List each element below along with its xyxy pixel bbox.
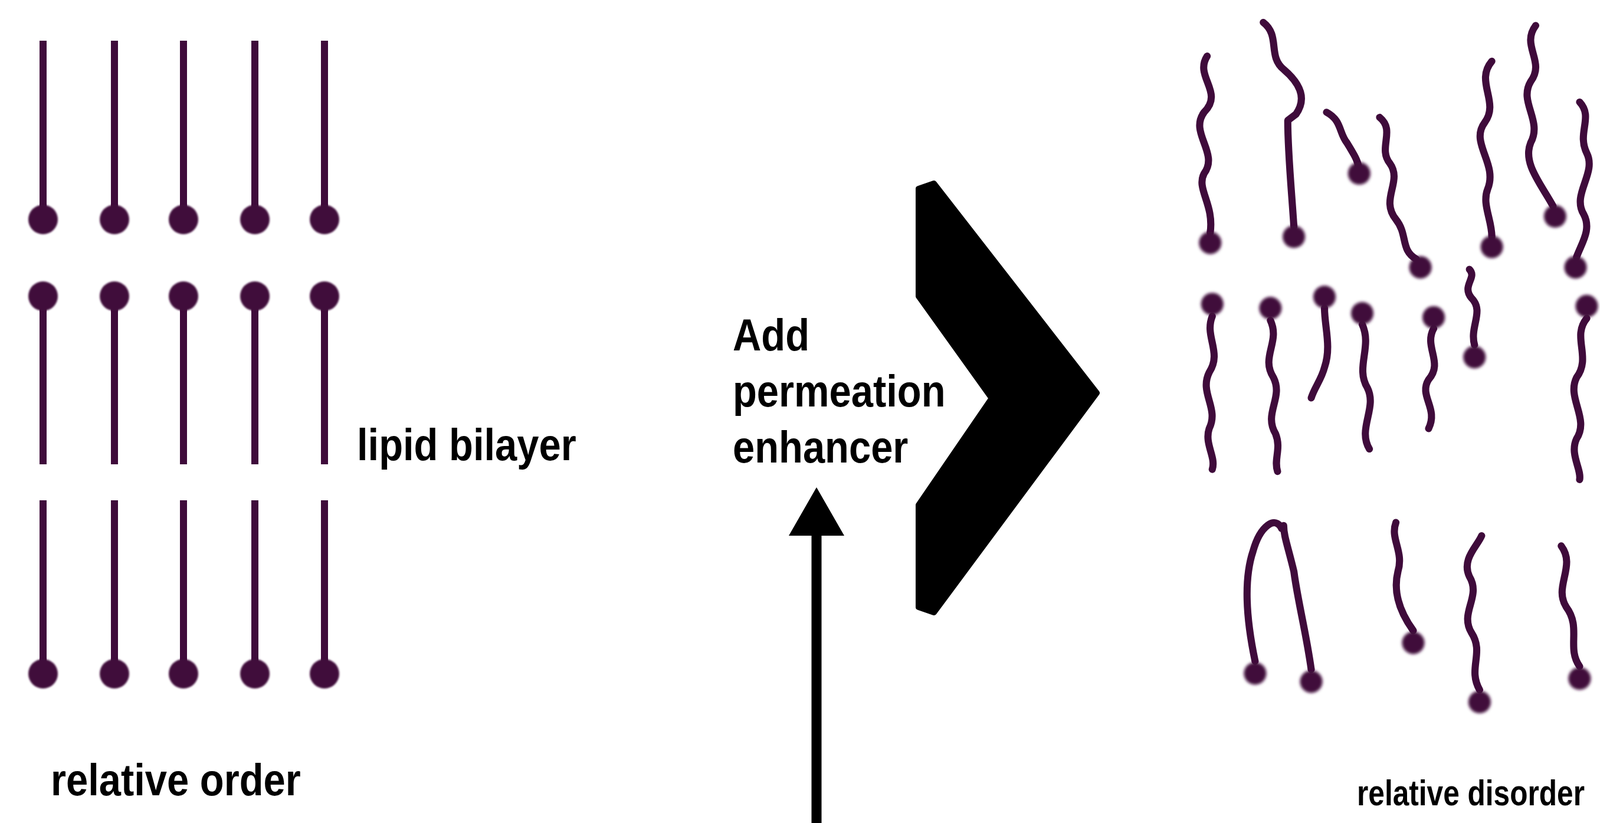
lipid-heads-part (168, 204, 199, 235)
pointer-arrow (788, 487, 845, 823)
lipid-heads-part (99, 281, 130, 311)
lipid-heads-part (99, 658, 130, 689)
ordered-lipids (28, 40, 340, 689)
lipid-heads-part (28, 658, 58, 689)
lipid-tails-part (1425, 328, 1435, 429)
lipid-tails-part (1199, 56, 1212, 233)
lipid-heads-part (1575, 294, 1599, 318)
lipid-row (43, 296, 325, 465)
lipid-heads-part (309, 281, 340, 311)
lipid-tails-part (1467, 535, 1483, 690)
lipid-row (43, 40, 325, 220)
lipid-row-part (179, 40, 188, 220)
lipid-heads-part (240, 658, 270, 689)
lipid-heads-part (1351, 302, 1374, 325)
lipid-heads-part (1568, 667, 1591, 690)
lipid-tails-part (1576, 102, 1589, 258)
lipid-tails-part (1269, 320, 1278, 472)
lipid-heads-part (1564, 256, 1587, 279)
lipid-heads-part (309, 658, 340, 689)
lipid-heads-part (28, 204, 58, 235)
lipid-heads (28, 204, 340, 689)
lipid-tails (1199, 22, 1589, 690)
lipid-heads-part (1348, 162, 1371, 185)
lipid-row-part (110, 40, 118, 220)
lipid-tails-part (1206, 316, 1215, 470)
lipid-tails-part (1467, 269, 1477, 346)
lipid-row-part (110, 500, 118, 674)
lipid-tails-part (1311, 307, 1329, 398)
lipid-tails-part (1247, 522, 1283, 662)
lipid-row-part (320, 40, 329, 220)
lipid-heads-part (1243, 662, 1267, 685)
disordered-lipids (1198, 22, 1598, 714)
lipid-heads (1198, 162, 1598, 714)
lipid-heads-part (1313, 285, 1336, 308)
lipid-tails-part (1263, 22, 1302, 227)
lipid-row-part (251, 296, 259, 465)
lipid-row-part (39, 40, 47, 220)
lipid-tails-part (1526, 25, 1553, 206)
lipid-heads-part (1401, 631, 1425, 655)
lipid-row-part (39, 296, 47, 465)
lipid-heads-part (1201, 292, 1224, 316)
state-label: relative order (50, 753, 301, 806)
state-label-box: relative disorder (1356, 771, 1600, 814)
lipid-row-part (179, 296, 188, 465)
lipid-row-part (179, 500, 188, 674)
lipid-heads-part (1258, 296, 1282, 320)
lipid-tails-part (1362, 324, 1371, 449)
lipid-row-part (39, 500, 47, 674)
step-label-box: Add permeation enhancer (732, 306, 981, 475)
state-label-box: relative order (50, 753, 336, 806)
lipid-heads-part (240, 204, 270, 235)
lipid-tails-part (1561, 545, 1580, 667)
lipid-row-part (110, 296, 118, 465)
lipid-heads-part (168, 658, 199, 689)
lipid-heads-part (1480, 235, 1504, 259)
lipid-tails-part (1379, 117, 1416, 259)
state-label: relative disorder (1356, 771, 1585, 814)
lipid-heads-part (1198, 231, 1222, 255)
lipid-heads-part (1463, 345, 1486, 369)
lipid-tails-part (1480, 61, 1493, 237)
lipid-row-part (251, 500, 259, 674)
lipid-row-part (251, 40, 259, 220)
lipid-heads-part (99, 204, 130, 235)
lipid-row-part (320, 296, 329, 465)
lipid-tails-part (1574, 318, 1588, 480)
structure-label-box: lipid bilayer (356, 418, 606, 471)
lipid-heads-part (1543, 205, 1567, 228)
lipid-heads-part (240, 281, 270, 311)
lipid-tails-part (1283, 525, 1312, 670)
lipid-heads-part (309, 204, 340, 235)
lipid-heads-part (1422, 306, 1445, 329)
lipid-row (43, 500, 325, 674)
lipid-tails-part (1326, 112, 1359, 166)
lipid-tails-part (1394, 522, 1413, 631)
lipid-row-part (320, 500, 329, 674)
arrow-shaft (811, 530, 822, 823)
step-label: Add permeation enhancer (732, 306, 952, 475)
arrow-head (788, 487, 845, 536)
lipid-heads-part (1409, 256, 1432, 279)
lipid-heads-part (168, 281, 199, 311)
lipid-heads-part (1282, 225, 1306, 248)
structure-label: lipid bilayer (356, 418, 577, 471)
lipid-heads-part (1468, 690, 1491, 714)
lipid-heads-part (28, 281, 58, 311)
lipid-heads-part (1300, 670, 1323, 693)
